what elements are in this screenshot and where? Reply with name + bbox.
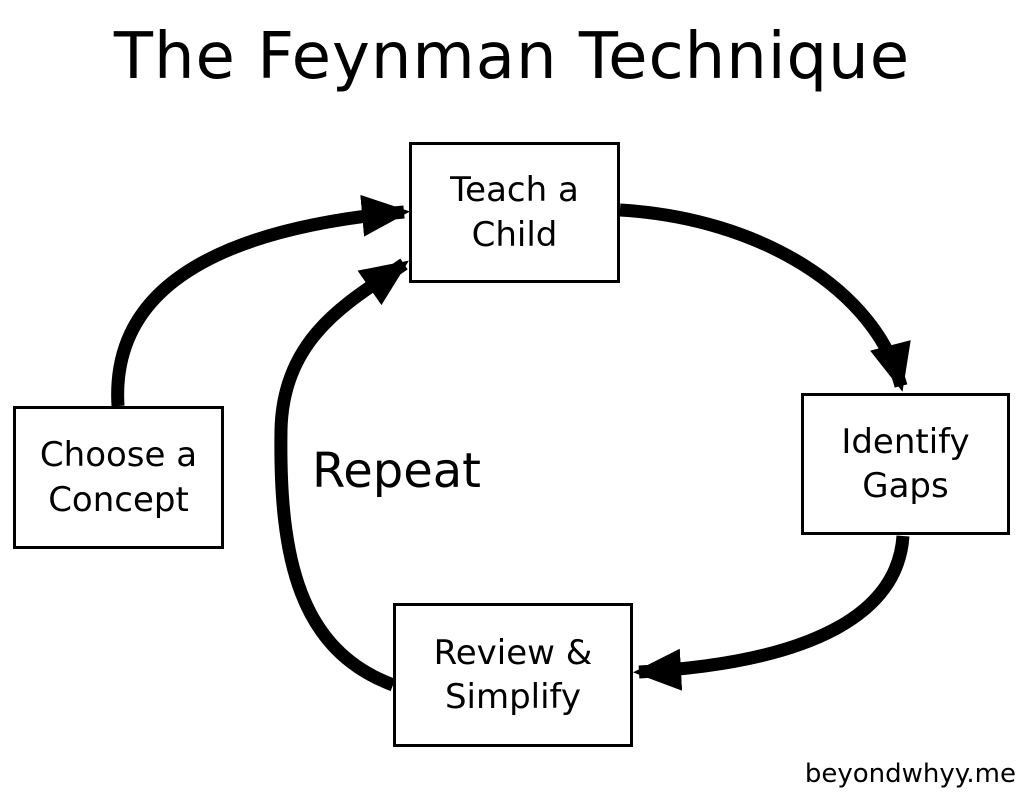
- arrow-review-to-teach-repeat-loop: [274, 258, 409, 692]
- arrow-choose-to-teach: [111, 194, 410, 407]
- node-review-and-simplify: Review & Simplify: [393, 603, 633, 747]
- node-teach-label-line2: Child: [471, 214, 558, 255]
- node-choose-label-line1: Choose a: [39, 435, 198, 476]
- node-identify-label-line1: Identify: [841, 421, 970, 462]
- node-review-label-line1: Review &: [433, 632, 593, 673]
- node-review-label-line2: Simplify: [444, 677, 582, 717]
- node-teach-a-child: Teach a Child: [409, 142, 620, 283]
- watermark-text: beyondwhyy.me: [804, 759, 1016, 789]
- node-identify-label-line2: Gaps: [862, 466, 949, 506]
- node-teach-label-line1: Teach a: [450, 170, 579, 211]
- node-choose-a-concept: Choose a Concept: [13, 406, 224, 549]
- arrow-identify-to-review: [633, 535, 910, 691]
- node-choose-label-line2: Concept: [48, 479, 189, 520]
- arrow-teach-to-identify: [619, 203, 911, 392]
- diagram-title: The Feynman Technique: [113, 20, 911, 94]
- repeat-loop-label: Repeat: [312, 443, 481, 499]
- node-identify-gaps: Identify Gaps: [801, 393, 1010, 535]
